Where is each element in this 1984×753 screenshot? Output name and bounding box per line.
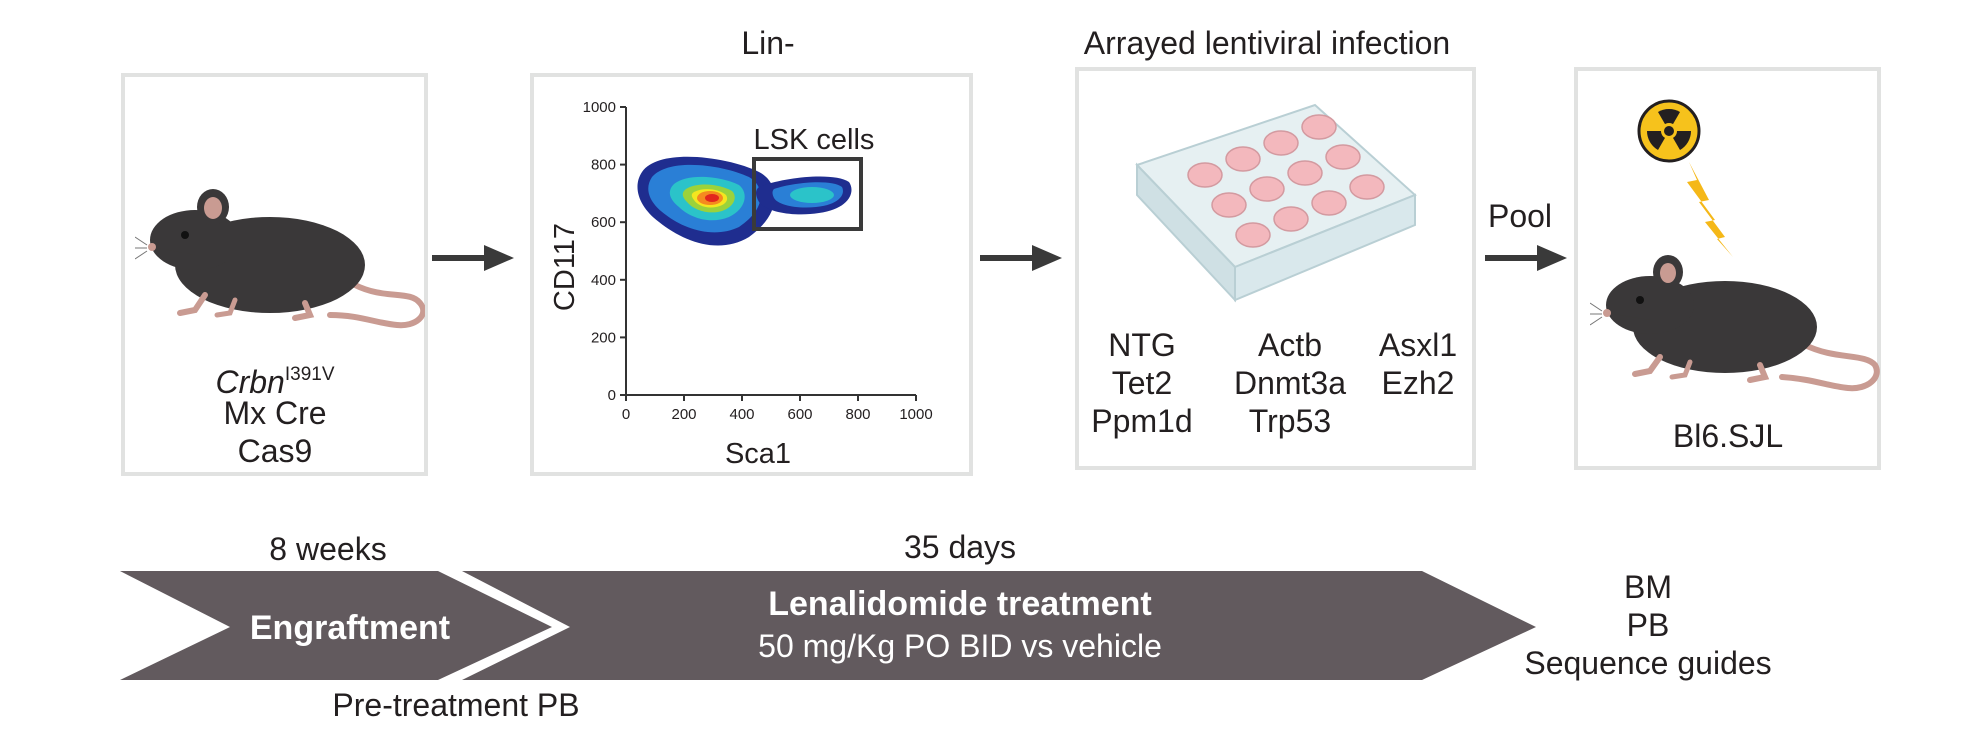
timeline-arrows <box>120 571 1536 680</box>
donor-genotype-mxcre: Mx Cre <box>223 395 327 431</box>
lsk-gate-label: LSK cells <box>754 124 875 156</box>
crbn-gene-name: Crbn <box>215 364 285 400</box>
guide-actb: Actb <box>1257 327 1323 363</box>
pretreatment-sample: Pre-treatment PB <box>332 687 580 723</box>
cell-population-lsk <box>756 176 852 215</box>
plate-well <box>1311 190 1347 216</box>
cell-population-main <box>637 156 775 246</box>
guides-col-1: NTG Tet2 Ppm1d <box>1091 326 1192 440</box>
x-tick-label: 400 <box>729 406 754 423</box>
guide-ezh2: Ezh2 <box>1381 365 1455 401</box>
y-tick-label: 400 <box>591 272 616 289</box>
plate-well <box>1249 176 1285 202</box>
plate-well <box>1287 160 1323 186</box>
y-axis-label: CD117 <box>549 223 581 311</box>
flow-header: Lin- <box>741 25 795 61</box>
plate-well <box>1325 144 1361 170</box>
guide-dnmt3a: Dnmt3a <box>1233 365 1347 401</box>
arrow-right-icon <box>1485 245 1567 271</box>
y-tick-label: 200 <box>591 329 616 346</box>
donor-genotype-crbn: CrbnI391V <box>215 356 334 401</box>
endpoint-sequence: Sequence guides <box>1524 645 1772 681</box>
plate-well <box>1211 192 1247 218</box>
treatment-title: Lenalidomide treatment <box>768 585 1152 623</box>
guide-tet2: Tet2 <box>1111 365 1173 401</box>
y-tick-label: 0 <box>608 387 616 404</box>
endpoints: BM PB Sequence guides <box>1524 568 1771 682</box>
x-tick-label: 1000 <box>899 406 932 423</box>
y-tick-label: 600 <box>591 214 616 231</box>
recipient-mouse-icon <box>1590 255 1880 392</box>
guides-col-2: Actb Dnmt3a Trp53 <box>1234 326 1346 440</box>
crbn-allele: I391V <box>284 364 335 385</box>
donor-mouse-icon <box>135 189 425 329</box>
plate-well <box>1349 174 1385 200</box>
guide-ntg: NTG <box>1108 327 1176 363</box>
treatment-arrow <box>462 571 1536 680</box>
donor-genotype-cas9: Cas9 <box>237 433 313 469</box>
phase2-duration: 35 days <box>903 529 1017 565</box>
infection-header: Arrayed lentiviral infection <box>1083 25 1451 61</box>
plate-well <box>1263 130 1299 156</box>
x-tick-label: 200 <box>671 406 696 423</box>
plate-well <box>1235 222 1271 248</box>
endpoint-bm: BM <box>1624 569 1672 605</box>
lsk-gate-box <box>752 157 863 231</box>
lightning-icon <box>1687 162 1733 257</box>
radiation-icon <box>1637 99 1701 163</box>
x-axis-label: Sca1 <box>725 438 791 470</box>
x-tick-label: 800 <box>845 406 870 423</box>
pool-label: Pool <box>1487 198 1553 234</box>
engraftment-label: Engraftment <box>249 609 451 647</box>
y-tick-label: 800 <box>591 157 616 174</box>
treatment-dose: 50 mg/Kg PO BID vs vehicle <box>758 628 1162 664</box>
x-tick-label: 0 <box>622 406 630 423</box>
plate-well <box>1225 146 1261 172</box>
endpoint-pb: PB <box>1626 607 1670 643</box>
plate-well <box>1273 206 1309 232</box>
engraftment-arrow <box>120 571 552 680</box>
plate-well <box>1187 162 1223 188</box>
guide-asxl1: Asxl1 <box>1378 327 1458 363</box>
guide-ppm1d: Ppm1d <box>1091 403 1193 439</box>
x-tick-label: 600 <box>787 406 812 423</box>
arrow-right-icon <box>980 245 1062 271</box>
guides-col-3: Asxl1 Ezh2 <box>1379 326 1457 402</box>
y-tick-label: 1000 <box>583 99 616 116</box>
flow-panel <box>530 73 973 476</box>
arrow-right-icon <box>432 245 514 271</box>
well-plate-icon <box>1135 103 1417 303</box>
phase1-duration: 8 weeks <box>269 531 387 567</box>
guide-trp53: Trp53 <box>1248 403 1332 439</box>
recipient-strain: Bl6.SJL <box>1672 418 1784 454</box>
plate-well <box>1301 114 1337 140</box>
flow-cytometry-plot: 0 200 400 600 800 1000 0 200 400 600 800 1000 CD11… <box>549 99 933 470</box>
recipient-panel <box>1574 67 1881 470</box>
